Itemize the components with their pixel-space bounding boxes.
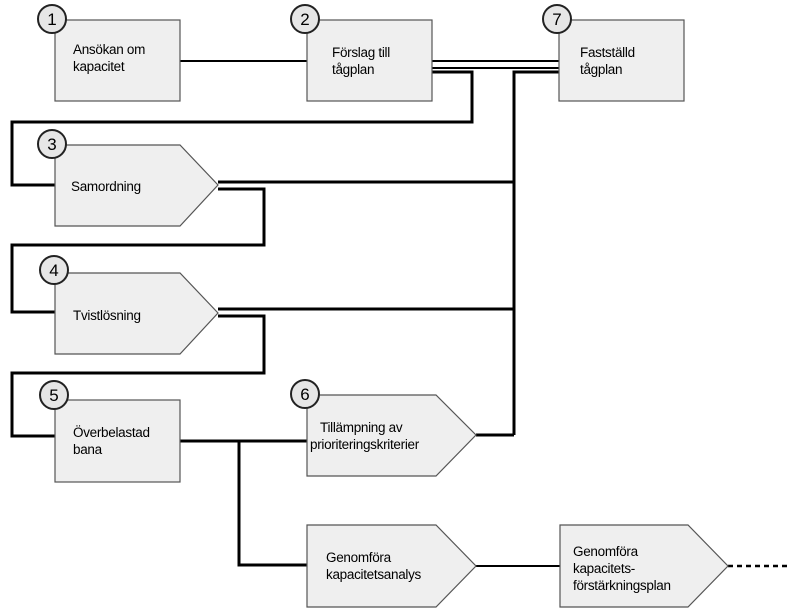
connector-2-3 — [10, 70, 474, 187]
node-label-line2: prioriteringskriterier — [310, 437, 420, 452]
step-badge — [37, 4, 67, 34]
step-number: 7 — [552, 10, 561, 29]
step-badge — [39, 255, 69, 285]
node-tillampning-av-prioriteringskriterier: Tillämpning av prioriteringskriterier 6 — [290, 379, 477, 477]
step-number: 3 — [47, 135, 56, 154]
connector-3-4 — [10, 187, 266, 314]
step-number: 2 — [300, 10, 309, 29]
node-label-line2: tågplan — [580, 62, 622, 77]
node-label-line1: Fastställd — [580, 45, 635, 60]
node-overbelastad-bana: Överbelastad bana 5 — [39, 380, 181, 483]
node-label-line1: Tvistlösning — [73, 308, 141, 323]
node-shape — [559, 524, 729, 608]
node-label-line2: kapacitet — [73, 59, 125, 74]
node-samordning: Samordning 3 — [37, 129, 219, 227]
step-badge — [39, 380, 69, 410]
node-genomfora-kapacitetsanalys: Genomföra kapacitetsanalys — [306, 524, 477, 608]
step-number: 5 — [49, 386, 58, 405]
node-shape — [54, 144, 219, 227]
node-shape — [306, 524, 477, 608]
node-label-line1: Överbelastad — [73, 425, 150, 440]
step-badge — [290, 379, 320, 409]
step-badge — [290, 4, 320, 34]
node-label-line2: kapacitets- — [573, 561, 635, 576]
node-ansokan-om-kapacitet: Ansökan om kapacitet 1 — [37, 4, 181, 102]
node-label-line1: Tillämpning av — [320, 420, 403, 435]
node-label-line1: Förslag till — [332, 45, 390, 60]
step-number: 4 — [49, 261, 58, 280]
node-label-line3: förstärkningsplan — [573, 578, 671, 593]
node-label-line1: Genomföra — [326, 550, 392, 565]
node-box — [558, 19, 685, 102]
node-label-line1: Genomföra — [573, 544, 639, 559]
node-box — [54, 399, 181, 483]
step-number: 6 — [300, 385, 309, 404]
step-badge — [542, 4, 572, 34]
node-label-line1: Ansökan om — [73, 42, 145, 57]
node-label-line1: Samordning — [71, 179, 141, 194]
node-faststalld-tagplan: Fastställd tågplan 7 — [542, 4, 685, 102]
node-box — [54, 19, 181, 102]
node-tvistlosning: Tvistlösning 4 — [39, 255, 219, 355]
node-genomfora-kapacitetsforstarkningsplan: Genomföra kapacitets- förstärkningsplan — [559, 524, 729, 608]
connector-4-5 — [10, 314, 266, 438]
node-box — [306, 19, 433, 102]
node-label-line2: bana — [73, 442, 103, 457]
node-shape — [54, 272, 219, 355]
node-label-line2: tågplan — [332, 62, 374, 77]
connector-5-analys — [237, 441, 307, 567]
node-label-line2: kapacitetsanalys — [326, 567, 422, 582]
step-number: 1 — [47, 10, 56, 29]
connector-bus-7 — [512, 70, 559, 435]
connectors — [10, 60, 790, 568]
node-forslag-till-tagplan: Förslag till tågplan 2 — [290, 4, 433, 102]
node-shape — [306, 394, 477, 477]
step-badge — [37, 129, 67, 159]
